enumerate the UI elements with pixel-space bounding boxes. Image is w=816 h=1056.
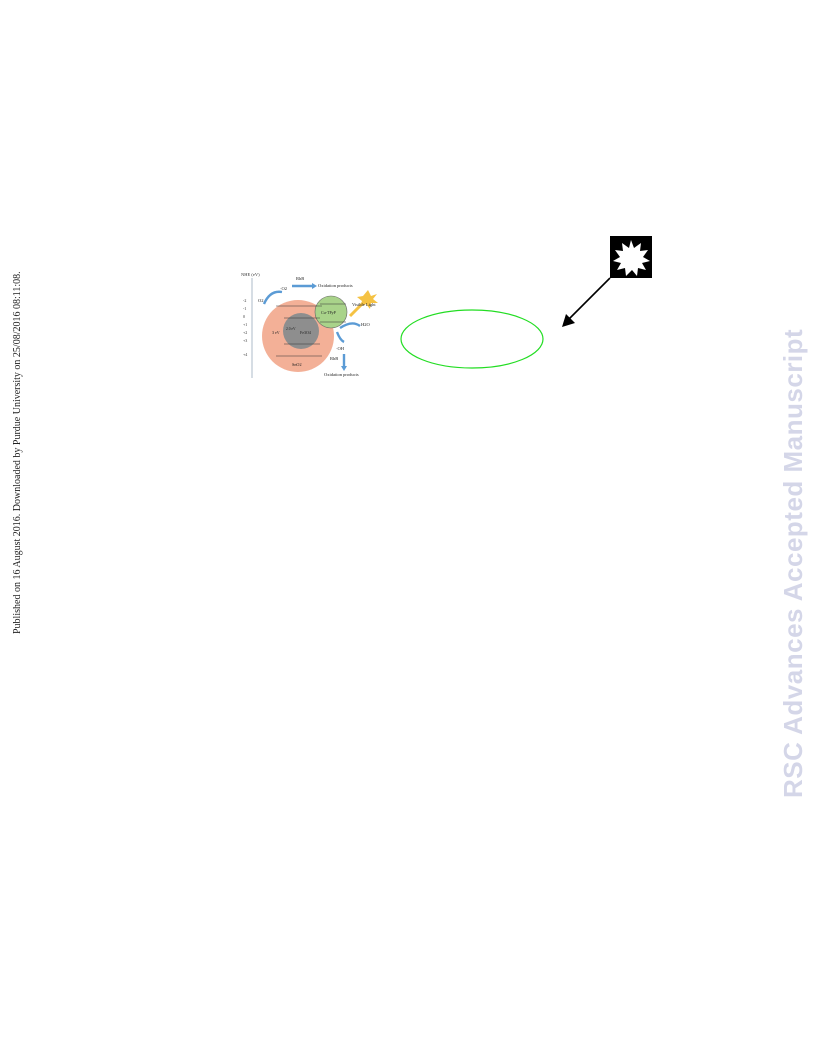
gap-inner-label: 2.0 eV bbox=[286, 327, 296, 331]
tick-label: -1 bbox=[243, 306, 246, 311]
light-label: Visible Light bbox=[352, 302, 376, 307]
fe3o4-core bbox=[283, 313, 319, 349]
light-arrow bbox=[348, 300, 366, 318]
o2-arrow bbox=[262, 290, 283, 305]
oh-label: ·OH bbox=[336, 346, 345, 351]
oh-arrow bbox=[335, 331, 345, 344]
rhb-bottom-label: RhB bbox=[330, 356, 338, 361]
burst-icon bbox=[613, 240, 650, 276]
publication-note: Published on 16 August 2016. Downloaded … bbox=[12, 271, 23, 634]
h2o-arrow bbox=[339, 322, 361, 330]
fe3o4-label: Fe3O4 bbox=[300, 330, 311, 335]
highlight-ellipse bbox=[400, 309, 544, 369]
arrow-line bbox=[565, 277, 611, 323]
rhb-top-label: RhB bbox=[296, 276, 304, 281]
superoxide-label: ·O2 bbox=[280, 286, 287, 291]
sno2-label: SnO2 bbox=[292, 362, 302, 367]
tick-label: -2 bbox=[243, 298, 246, 303]
oxidation-top-label: Oxidation products bbox=[318, 283, 353, 288]
tick-label: +4 bbox=[243, 352, 247, 357]
copor-label: Cu-TPyP bbox=[321, 310, 337, 315]
axis-ticks: -2 -1 0 +1 +2 +3 +4 bbox=[243, 298, 247, 357]
gap-left-label: 3 eV bbox=[272, 330, 280, 335]
axis-label: NHE (eV) bbox=[241, 272, 260, 277]
graphical-abstract-figure: NHE (eV) -2 -1 0 +1 +2 +3 +4 3 eV 2.0 eV… bbox=[241, 272, 378, 378]
tick-label: +2 bbox=[243, 330, 247, 335]
h2o-label: H2O bbox=[361, 322, 370, 327]
tick-label: +1 bbox=[243, 322, 247, 327]
o2-label: O2 bbox=[258, 298, 264, 303]
tick-label: +3 bbox=[243, 338, 247, 343]
oxidation-bottom-label: Oxidation products bbox=[324, 372, 359, 377]
callout-arrow bbox=[562, 236, 652, 327]
rhb-bottom-arrowhead bbox=[341, 366, 347, 371]
tick-label: 0 bbox=[243, 314, 245, 319]
arrow-head bbox=[562, 314, 575, 327]
accepted-manuscript-watermark: RSC Advances Accepted Manuscript bbox=[778, 328, 808, 798]
rhb-top-arrowhead bbox=[312, 283, 317, 289]
